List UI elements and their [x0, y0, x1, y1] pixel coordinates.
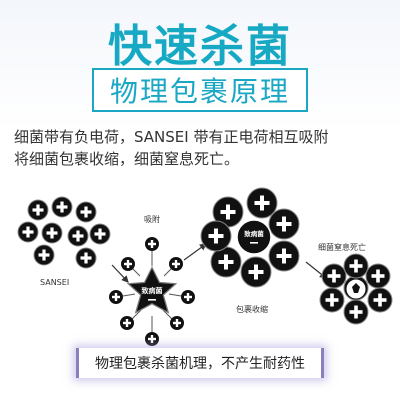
plus-particle-icon — [319, 287, 345, 313]
plus-particle-icon — [246, 187, 278, 219]
wrapped-germ-label: 致病菌 — [244, 229, 264, 238]
description: 细菌带有负电荷，SANSEI 带有正电荷相互吸附 将细菌包裹收缩，细菌窒息死亡。 — [14, 126, 386, 170]
footer-text: 物理包裹杀菌机理，不产生耐药性 — [95, 356, 305, 372]
adsorb-label: 吸附 — [144, 214, 160, 224]
plus-particle-icon — [27, 199, 49, 221]
plus-particle-icon — [268, 240, 300, 272]
dead-germ-group — [319, 253, 393, 325]
plus-particle-icon — [75, 247, 97, 269]
plus-particle-icon — [41, 222, 63, 244]
plus-particle-icon — [170, 316, 184, 330]
plus-particle-icon — [109, 290, 123, 304]
arrow-icon — [111, 264, 129, 283]
plus-particle-icon — [145, 237, 159, 251]
wrap-label: 包裹收缩 — [236, 304, 268, 314]
plus-particle-icon — [240, 256, 272, 288]
wrapped-germ — [236, 219, 272, 255]
description-line-1: 细菌带有负电荷，SANSEI 带有正电荷相互吸附 — [14, 128, 329, 146]
plus-particle-icon — [121, 257, 135, 271]
plus-particle-icon — [145, 332, 159, 346]
footer-banner: 物理包裹杀菌机理，不产生耐药性 — [76, 348, 324, 378]
plus-particle-icon — [200, 220, 232, 252]
plus-particle-icon — [67, 225, 89, 247]
plus-particle-icon — [89, 223, 111, 245]
plus-particle-icon — [210, 246, 242, 278]
subtitle-box: 物理包裹原理 — [92, 68, 308, 112]
arrow-icon — [183, 243, 207, 261]
page-title: 快速杀菌 — [108, 21, 292, 72]
page-subtitle: 物理包裹原理 — [109, 75, 290, 108]
plus-particle-icon — [17, 221, 39, 243]
plus-particle-icon — [181, 290, 195, 304]
minus-sign — [148, 299, 156, 301]
plus-particle-icon — [367, 287, 393, 313]
germ-star-icon — [126, 266, 178, 314]
description-line-2: 将细菌包裹收缩，细菌窒息死亡。 — [14, 150, 240, 168]
plus-particle-icon — [343, 299, 369, 325]
plus-particle-icon — [365, 263, 391, 289]
sansei-label: SANSEI — [40, 278, 69, 287]
adsorb-group: 致病菌 — [109, 237, 195, 346]
plus-particle-icon — [75, 201, 97, 223]
germ-label: 致病菌 — [142, 286, 163, 295]
plus-particle-icon — [51, 196, 73, 218]
plus-particle-icon — [33, 244, 55, 266]
plus-particle-icon — [268, 208, 300, 240]
wrap-group: 致病菌 — [200, 187, 300, 288]
plus-particle-icon — [120, 316, 134, 330]
plus-particle-icon — [343, 253, 369, 279]
sansei-particle-group — [17, 196, 111, 269]
plus-particle-icon — [169, 257, 183, 271]
suffocate-label: 细菌窒息死亡 — [318, 242, 366, 252]
plus-particle-icon — [321, 263, 347, 289]
